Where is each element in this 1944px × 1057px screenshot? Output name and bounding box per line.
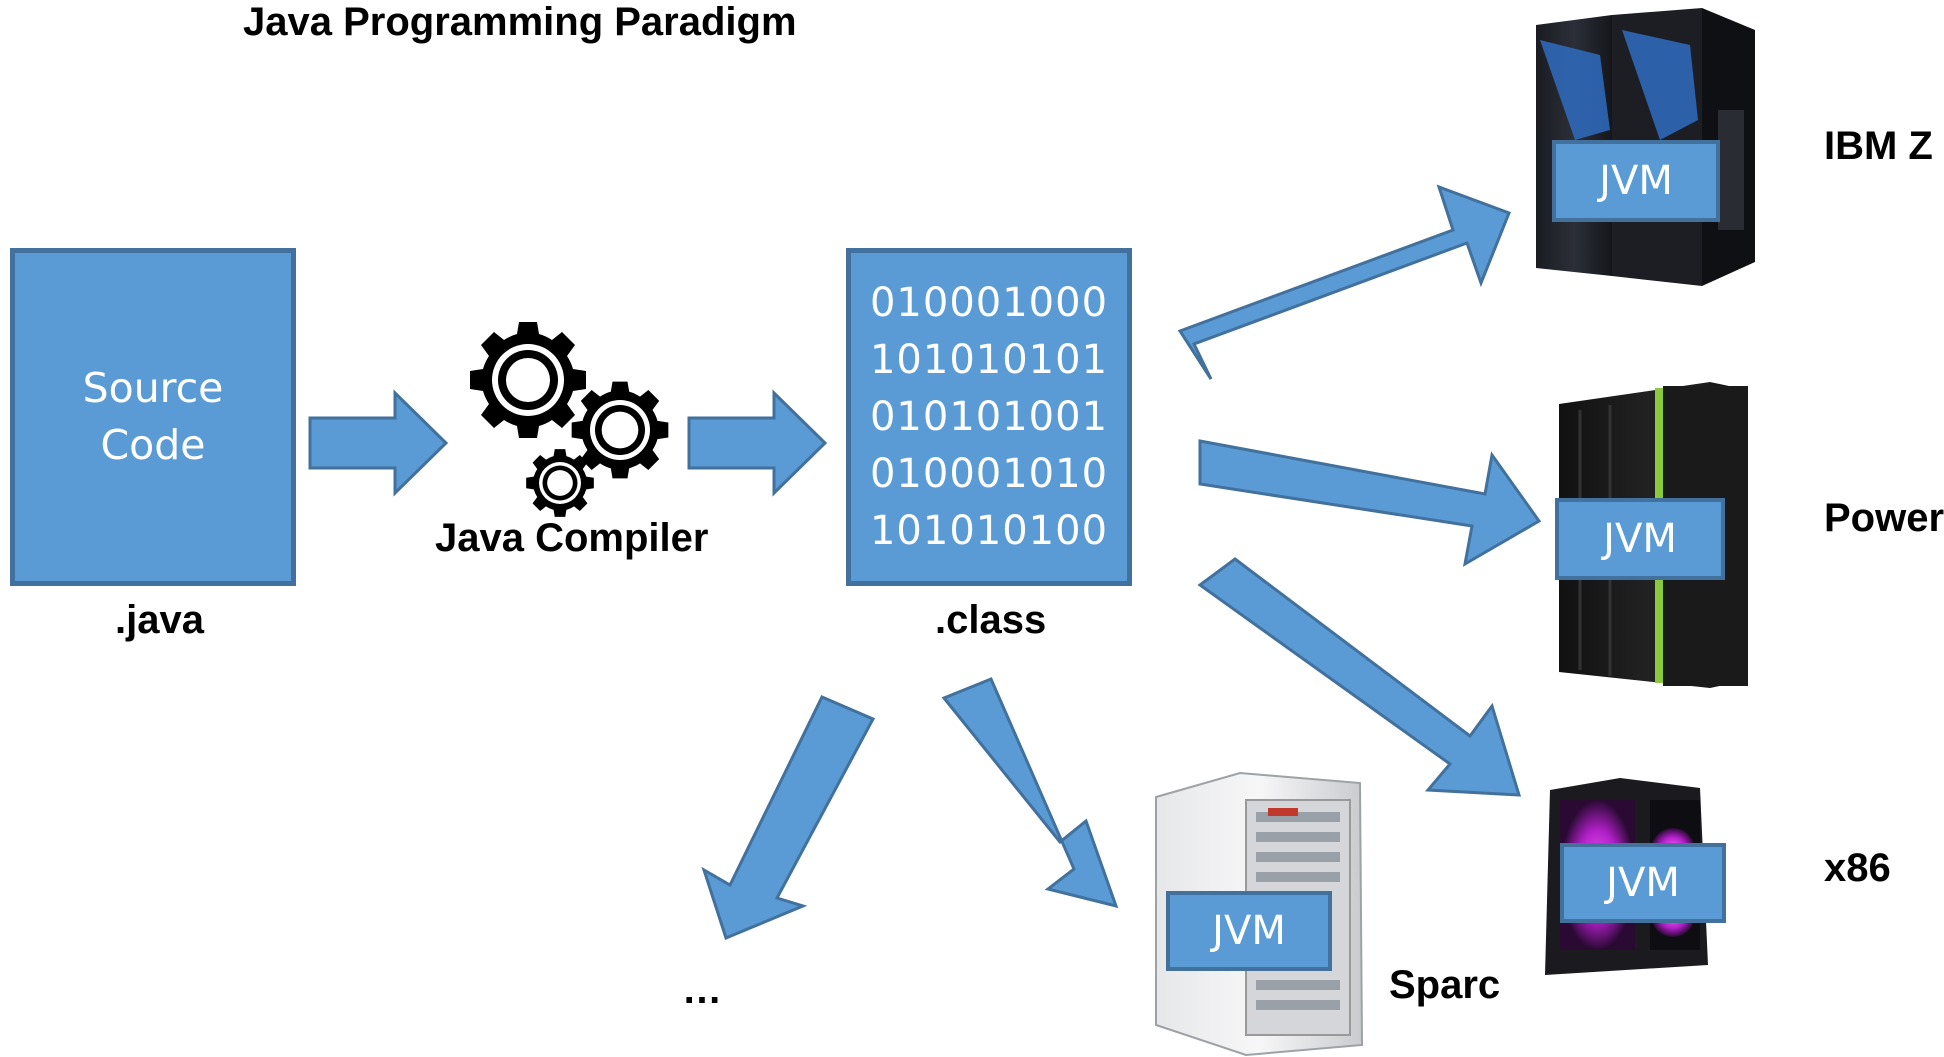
source-line-2: Code [100, 421, 206, 469]
arrows [308, 184, 1542, 941]
diagram-title: Java Programming Paradigm [243, 0, 797, 44]
java-file-caption: .java [115, 598, 204, 642]
jvm-box-power: JVM [1555, 498, 1725, 580]
arrow-to-power [1198, 439, 1542, 567]
jvm-box-x86: JVM [1560, 843, 1726, 923]
source-code-box: Source Code [10, 248, 296, 586]
arrow-to-x86 [1197, 557, 1522, 797]
arrow-compiler-to-class [687, 389, 828, 497]
arrow-to-ibmz [1177, 184, 1511, 380]
source-line-1: Source [82, 364, 224, 412]
jvm-box-ibmz: JVM [1552, 140, 1720, 222]
arrow-source-to-compiler [308, 389, 449, 497]
compiler-gears-icon [470, 322, 669, 517]
compiler-caption: Java Compiler [435, 516, 709, 560]
platform-label-ibmz: IBM Z [1824, 124, 1933, 168]
class-file-caption: .class [935, 598, 1047, 642]
bytecode-line-3: 010101001 [869, 393, 1109, 440]
bytecode-line-1: 010001000 [869, 279, 1109, 326]
platform-label-power: Power [1824, 496, 1944, 540]
bytecode-line-4: 010001010 [869, 450, 1109, 497]
bytecode-line-5: 101010100 [869, 507, 1109, 554]
platform-label-x86: x86 [1824, 846, 1891, 890]
more-platforms-ellipsis: … [682, 968, 722, 1012]
jvm-box-sparc: JVM [1166, 891, 1332, 971]
bytecode-line-2: 101010101 [869, 336, 1109, 383]
arrow-to-sparc [941, 677, 1119, 909]
arrow-to-ellipsis [701, 695, 876, 941]
bytecode-box: 010001000 101010101 010101001 010001010 … [846, 248, 1132, 586]
platform-label-sparc: Sparc [1389, 963, 1501, 1007]
